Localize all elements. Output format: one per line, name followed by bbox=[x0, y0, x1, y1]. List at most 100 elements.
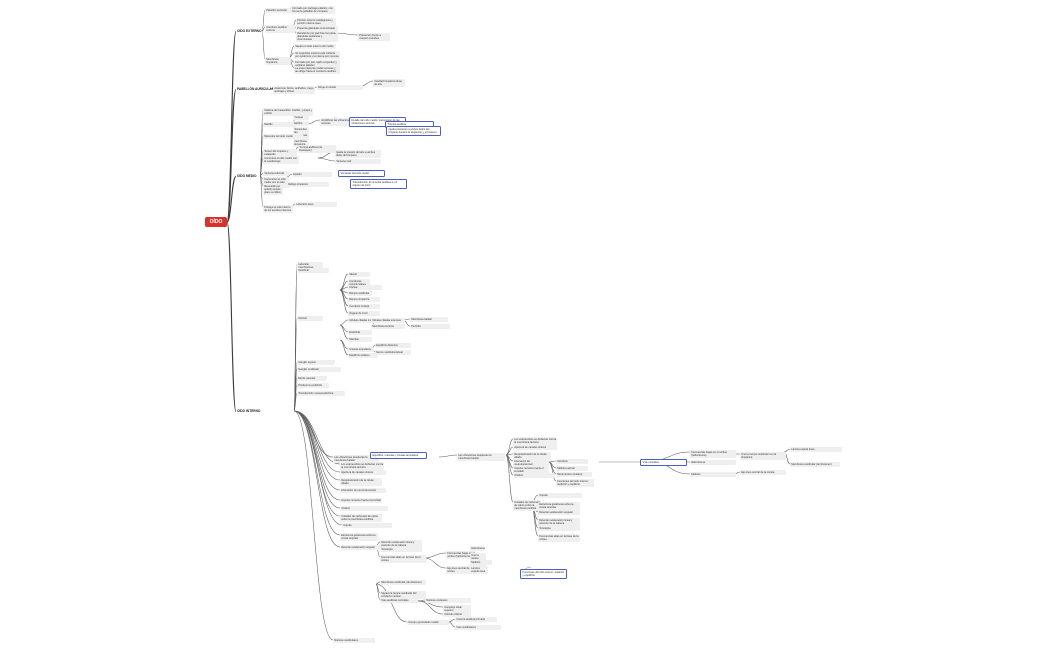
map-node-n71-b[interactable]: Detectan aceleración angular bbox=[538, 510, 581, 515]
map-node-n61[interactable]: Las vibraciones desplazan la membrana ba… bbox=[333, 455, 380, 463]
branch-externo[interactable]: OÍDO EXTERNO bbox=[237, 28, 262, 33]
map-node-n54[interactable]: Equilibrio dinámico bbox=[375, 343, 412, 348]
map-node-n19[interactable]: Estribo bbox=[293, 121, 310, 126]
map-node-n79-b[interactable]: Eje óseo central de la cóclea bbox=[740, 470, 787, 475]
map-node-n81-b[interactable]: Membrana vestibular (de Reissner) bbox=[790, 462, 841, 467]
map-node-n27[interactable]: Ventana oval bbox=[335, 159, 382, 164]
map-node-n13[interactable]: Anatomía: hélice, antihélice, trago, ant… bbox=[273, 86, 316, 94]
map-node-n32[interactable]: Reflejo timpánico bbox=[287, 182, 330, 187]
map-node-n42[interactable]: Rampa timpánica bbox=[348, 297, 381, 302]
map-node-n70[interactable]: Estructura gelatinosa sobre la cresta am… bbox=[340, 533, 379, 541]
map-node-n18[interactable]: Yunque bbox=[293, 115, 310, 120]
map-node-n17[interactable]: Martillo bbox=[263, 122, 298, 127]
map-node-n87[interactable]: Cuerpo geniculado medial bbox=[407, 620, 450, 625]
summary-callout[interactable]: Funciones del oído interno: audición y e… bbox=[520, 569, 567, 580]
map-node-n83[interactable]: Vías auditivas centrales bbox=[380, 598, 419, 603]
map-node-n28[interactable]: Ventana redonda bbox=[263, 171, 290, 176]
map-node-n35[interactable]: Laberinto membranoso bbox=[297, 262, 324, 270]
map-node-n22[interactable]: Músculos del oído medio bbox=[263, 134, 304, 139]
map-node-n45[interactable]: Células ciliadas internas bbox=[348, 318, 379, 323]
map-node-n62-b[interactable]: Los estereocilios se deflectan contra la… bbox=[513, 437, 558, 445]
branch-medio[interactable]: OÍDO MEDIO bbox=[237, 173, 257, 178]
map-node-n69[interactable]: Cúpula bbox=[342, 523, 393, 528]
map-node-n66[interactable]: Impulso nervioso hacia el encéfalo bbox=[340, 498, 383, 503]
map-node-n81[interactable]: Membrana vestibular (de Reissner) bbox=[380, 580, 427, 585]
map-node-n53[interactable]: Equilibrio estático bbox=[348, 353, 379, 358]
map-node-n93-b[interactable]: Movimientos oculares bbox=[556, 472, 593, 477]
callout-c5[interactable]: Transducción de la señal auditiva en el … bbox=[350, 179, 407, 190]
map-node-n68-b[interactable]: Cristales de carbonato de calcio sobre l… bbox=[513, 500, 542, 511]
map-node-n58[interactable]: Estría vascular bbox=[297, 376, 328, 381]
map-node-n48[interactable]: Membrana basilar bbox=[410, 317, 449, 322]
callout-c6[interactable]: Equilibrio: máculas y crestas ampulares bbox=[370, 452, 427, 460]
map-node-n25[interactable]: Comunica el oído medio con la nasofaring… bbox=[263, 156, 300, 164]
map-node-n8[interactable]: Membrana timpánica bbox=[265, 57, 292, 65]
map-node-n55[interactable]: Nervio vestibulococlear bbox=[375, 350, 412, 355]
map-node-n75[interactable]: Frecuencias bajas en el vértice (helicot… bbox=[446, 551, 477, 559]
map-node-n50[interactable]: Endolinfa bbox=[348, 330, 373, 335]
map-node-n52[interactable]: Crestas ampulares bbox=[348, 347, 375, 352]
map-node-n67[interactable]: Otolitos bbox=[340, 506, 389, 511]
map-node-n7[interactable]: Protección frente a cuerpos extraños bbox=[358, 33, 391, 41]
map-node-n41[interactable]: Rampa vestibular bbox=[348, 291, 373, 296]
callout-c4[interactable]: Ventanas del oído medio bbox=[338, 170, 385, 178]
map-node-n36[interactable]: Vestíbulo bbox=[297, 268, 330, 273]
root-node[interactable]: OÍDO bbox=[205, 217, 227, 227]
map-node-n33[interactable]: Protege el oído interno de los sonidos i… bbox=[263, 205, 294, 213]
branch-interno[interactable]: OÍDO INTERNO bbox=[237, 408, 261, 413]
map-node-n84[interactable]: Núcleos cocleares bbox=[425, 598, 472, 603]
map-node-n88[interactable]: Corteza auditiva primaria bbox=[455, 617, 498, 622]
map-node-n40[interactable]: Cóclea bbox=[348, 285, 383, 290]
map-node-n64[interactable]: Despolarización de la célula ciliada bbox=[340, 478, 383, 486]
map-node-n9[interactable]: Separa el oído externo del medio bbox=[294, 44, 337, 49]
map-node-n11[interactable]: Formado por piel, tejido conjuntivo y ca… bbox=[294, 60, 341, 68]
map-node-n75-b[interactable]: Frecuencias bajas en el vértice (helicot… bbox=[690, 450, 737, 458]
map-node-n78-b[interactable]: Modiolo bbox=[690, 472, 737, 477]
map-node-n74-b[interactable]: Frecuencias altas en la base de la cócle… bbox=[538, 534, 581, 542]
map-node-n15[interactable]: Cavidad timpánica llena de aire bbox=[373, 79, 406, 87]
map-node-n89[interactable]: Vías vestibulares bbox=[455, 625, 502, 630]
map-node-n85[interactable]: Complejo olivar superior bbox=[443, 605, 472, 613]
map-node-n68[interactable]: Cristales de carbonato de calcio sobre l… bbox=[340, 514, 383, 522]
map-node-n10[interactable]: Su superficie externa está cubierta por … bbox=[294, 51, 341, 59]
map-node-n70-b[interactable]: Estructura gelatinosa sobre la cresta am… bbox=[538, 502, 581, 510]
map-node-n47[interactable]: Membrana tectoria bbox=[371, 324, 406, 329]
map-node-n60[interactable]: Transducción mecanoeléctrica bbox=[297, 391, 346, 396]
callout-c3[interactable]: Iguala presiones a ambos lados del tímpa… bbox=[386, 126, 441, 137]
map-node-n73[interactable]: Tonotopía bbox=[380, 547, 423, 552]
map-node-n3[interactable]: Conducto auditivo externo bbox=[265, 25, 296, 33]
map-node-n91-b[interactable]: Cerebelo bbox=[556, 459, 589, 464]
map-node-n46[interactable]: Células ciliadas externas bbox=[371, 318, 406, 323]
map-node-n56[interactable]: Ganglio espiral bbox=[297, 360, 336, 365]
map-node-n2[interactable]: Formado por cartílago elástico, con form… bbox=[291, 6, 336, 14]
map-node-n71[interactable]: Detectan aceleración angular bbox=[340, 545, 387, 550]
map-node-n31[interactable]: Revestido por epitelio simple plano a cú… bbox=[263, 184, 284, 195]
map-node-n72[interactable]: Detectan aceleración lineal y posición d… bbox=[380, 540, 423, 548]
map-node-n63[interactable]: Apertura de canales iónicos bbox=[340, 470, 387, 475]
map-node-n49[interactable]: Perilinfa bbox=[410, 324, 451, 329]
map-node-n65-b[interactable]: Liberación de neurotransmisor bbox=[513, 459, 550, 467]
map-node-n30[interactable]: Epitelio bbox=[292, 172, 333, 177]
map-node-n59[interactable]: Produce la endolinfa bbox=[297, 383, 330, 388]
map-node-n16[interactable]: Cadena de huesecillos: martillo, yunque … bbox=[263, 108, 314, 116]
callout-c7[interactable]: Vías centrales bbox=[640, 459, 687, 467]
map-node-n74[interactable]: Frecuencias altas en la base de la cócle… bbox=[380, 555, 427, 563]
map-node-n79[interactable]: Eje óseo central de la cóclea bbox=[446, 566, 477, 574]
map-node-n38[interactable]: Sáculo bbox=[348, 272, 371, 277]
map-node-n39[interactable]: Conductos semicirculares bbox=[348, 279, 371, 287]
map-node-n44[interactable]: Órgano de Corti bbox=[348, 311, 381, 316]
branch-pabellon[interactable]: PABELLÓN AURICULAR bbox=[237, 86, 275, 91]
map-node-n67-b[interactable]: Otolitos bbox=[513, 473, 556, 478]
map-node-n76[interactable]: Helicotrema bbox=[470, 546, 486, 551]
map-node-n21[interactable]: Amplifican las vibraciones sonoras bbox=[320, 118, 359, 126]
map-node-n76-b[interactable]: Helicotrema bbox=[690, 460, 737, 465]
map-node-n90[interactable]: Núcleos vestibulares bbox=[333, 638, 376, 643]
map-node-n69-b[interactable]: Cúpula bbox=[538, 493, 583, 498]
map-node-n5[interactable]: Presenta glándulas ceruminosas bbox=[296, 26, 339, 31]
map-node-n80[interactable]: Lámina espiral ósea bbox=[470, 566, 489, 574]
map-node-n73-b[interactable]: Tonotopía bbox=[538, 526, 581, 531]
map-node-n72-b[interactable]: Detectan aceleración lineal y posición d… bbox=[538, 518, 581, 526]
map-node-n63-b[interactable]: Apertura de canales iónicos bbox=[513, 445, 558, 450]
map-node-n77-b[interactable]: Une la rampa vestibular con la timpánica bbox=[740, 452, 787, 460]
map-node-n6[interactable]: Recubierto por piel fina con pelos, glán… bbox=[296, 31, 339, 42]
